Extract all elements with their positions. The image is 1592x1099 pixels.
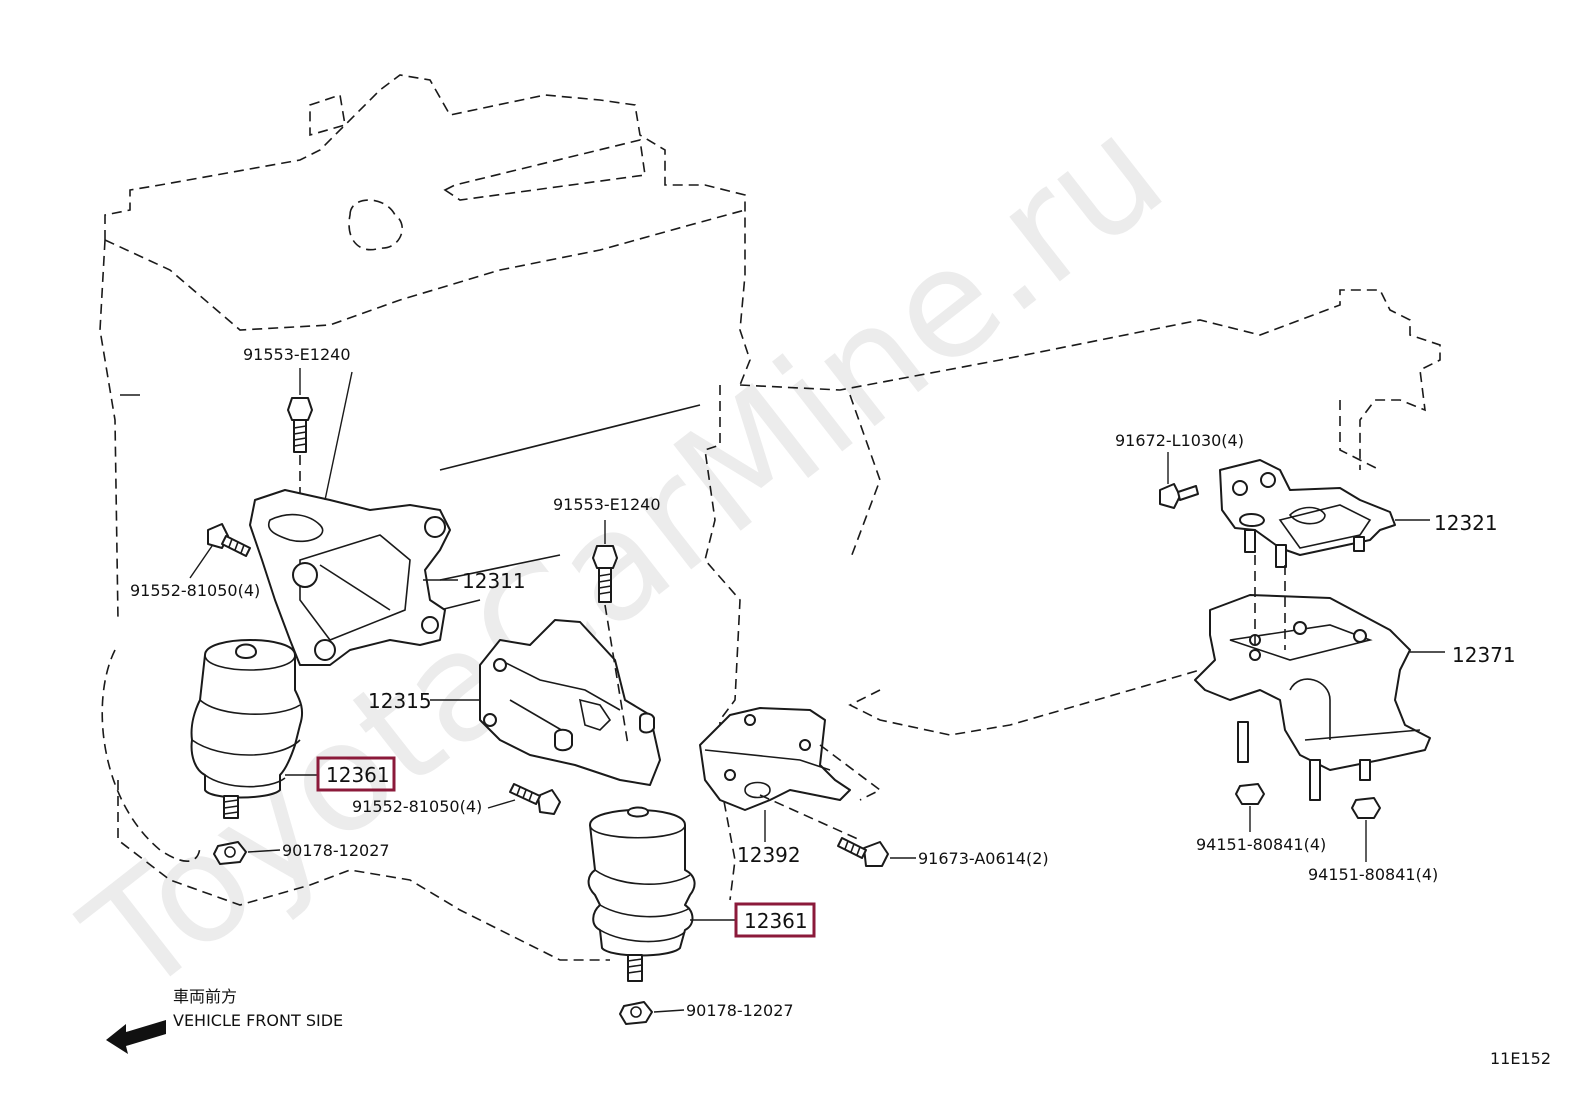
rear-mount-12321[interactable]: [1219, 459, 1430, 568]
nut-94151-b[interactable]: [1351, 797, 1381, 862]
engine-lines: [120, 394, 701, 611]
direction-japanese: 車両前方: [173, 987, 237, 1006]
label-94151-b[interactable]: 94151-80841(4): [1308, 865, 1438, 884]
label-91673[interactable]: 91673-A0614(2): [918, 849, 1049, 868]
label-12361-left[interactable]: 12361: [326, 763, 390, 787]
label-12371[interactable]: 12371: [1452, 643, 1516, 667]
nut-94151-a[interactable]: [1235, 783, 1265, 832]
label-91672[interactable]: 91672-L1030(4): [1115, 431, 1244, 450]
labels: 91553-E1240 91552-81050(4) 12311 91553-E…: [130, 345, 1516, 1020]
leader-lines: [285, 579, 736, 921]
bolt-91673[interactable]: [837, 837, 916, 867]
label-12392[interactable]: 12392: [737, 843, 801, 867]
diagram-code: 11E152: [1490, 1049, 1551, 1068]
engine-outline: [99, 74, 1441, 961]
label-91552-lower[interactable]: 91552-81050(4): [352, 797, 482, 816]
front-arrow-icon: [106, 1020, 166, 1054]
bolt-91552-left[interactable]: [189, 523, 251, 579]
insulator-left[interactable]: [190, 639, 304, 819]
direction-english: VEHICLE FRONT SIDE: [173, 1011, 343, 1030]
label-12361-center[interactable]: 12361: [744, 909, 808, 933]
vehicle-front-indicator: 車両前方 VEHICLE FRONT SIDE: [106, 987, 343, 1054]
nut-90178-center[interactable]: [619, 1001, 685, 1025]
label-90178-left[interactable]: 90178-12027: [282, 841, 390, 860]
label-91553-mid[interactable]: 91553-E1240: [553, 495, 661, 514]
bolt-91672[interactable]: [1159, 452, 1199, 509]
bolt-91552-lower[interactable]: [509, 783, 561, 815]
bolt-91553-top[interactable]: [287, 368, 313, 505]
label-94151-a[interactable]: 94151-80841(4): [1196, 835, 1326, 854]
nut-90178-left[interactable]: [213, 841, 281, 865]
label-91552-left[interactable]: 91552-81050(4): [130, 581, 260, 600]
label-12311[interactable]: 12311: [462, 569, 526, 593]
bolt-91553-mid[interactable]: [592, 520, 629, 746]
rear-member-12371[interactable]: [1194, 555, 1445, 801]
stay-12392[interactable]: [699, 707, 882, 842]
label-12321[interactable]: 12321: [1434, 511, 1498, 535]
highlight-box-left: [316, 756, 396, 792]
insulator-center[interactable]: [587, 806, 696, 982]
label-91553-top[interactable]: 91553-E1240: [243, 345, 351, 364]
label-90178-center[interactable]: 90178-12027: [686, 1001, 794, 1020]
label-12315[interactable]: 12315: [368, 689, 432, 713]
bracket-12311[interactable]: [249, 371, 451, 666]
highlight-box-center: [734, 902, 816, 938]
